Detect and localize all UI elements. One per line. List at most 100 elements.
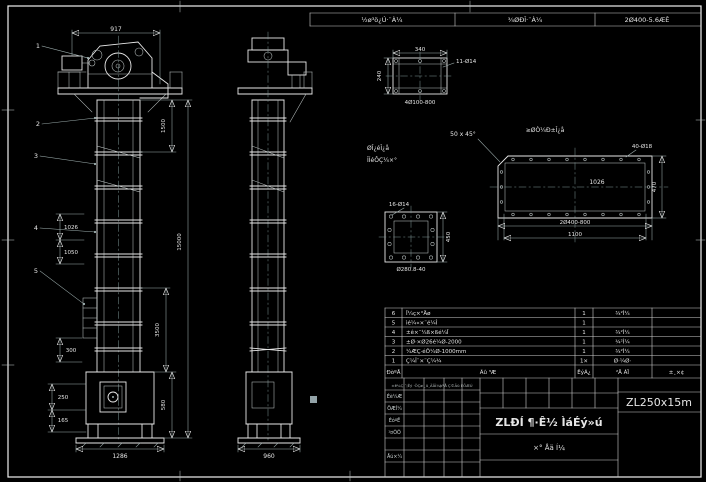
sign-label-process: ¹¤ÒÕ [388, 429, 401, 436]
revision-header: ±ê¼Ç ´¦Êý ·ÖÇø ¸ü¸ÄÎÄ¼þºÅ Ç©Ãû ÈÕÆÚ [391, 383, 472, 388]
bom-material: Ø·¼Ø· [614, 358, 632, 365]
dim-plate-inner: 1026 [589, 179, 604, 186]
dim-anchor-b: 165 [58, 418, 69, 424]
dim-head-height: 1500 [161, 119, 167, 133]
drive-motor [61, 55, 83, 71]
balloon-1: 1 [36, 42, 40, 50]
bom-material: ¾²Ì¼ [615, 329, 630, 336]
bom-row: 5 ìé¼«×¨é¼Î 1 [392, 320, 586, 327]
bom-header-name: Ãû ³Æ [480, 369, 497, 376]
bom-no: 6 [392, 311, 396, 317]
bom-qty: 1 [582, 340, 586, 346]
bom-header-qty: ÊýÁ¿ [577, 368, 590, 376]
dim-leg-height: 580 [161, 399, 167, 410]
detail-square-flange: 16-Ø14 Ø280.8-40 450 [378, 201, 452, 273]
bom-name: Î¼ç×°Äø [406, 310, 431, 317]
dim-anchor-a: 250 [58, 395, 69, 401]
drawing-title: ZLÐÍ ¶·Ê½ ÌáÉý»ú [495, 416, 602, 429]
front-view-dimensions: 917 1026 1050 300 1500 3500 580 15000 [47, 26, 193, 460]
bom-no: 1 [392, 359, 396, 365]
bom-name: ±Ø·×Ø26é¼Ø-2000 [406, 339, 462, 346]
dim-inlet-pitch: 4Ø100-800 [405, 99, 436, 106]
balloon-4: 4 [34, 224, 38, 232]
bom-name: ±ê×¨¼ß×ßé¼Î [406, 329, 449, 336]
dim-plate-holes: 40-Ø18 [632, 143, 653, 150]
plate-chamfer: 50 x 45° [450, 131, 476, 138]
bom-header-no: ÐòºÅ [387, 369, 401, 376]
dim-flange-side: 450 [446, 231, 452, 242]
bom-row: 2 ¼ÆÇ·éÔ¼Ø-1000mm 1 ¾²Ì¼ [392, 348, 631, 355]
front-view-elevator: 1 2 3 4 5 917 1026 1050 300 [34, 26, 193, 460]
balloon-5: 5 [34, 267, 38, 275]
dim-plate-height: 470 [652, 181, 658, 192]
bom-material: ¾²Ì¼ [615, 339, 630, 346]
balloon-2: 2 [36, 120, 40, 128]
plate-holes [499, 157, 651, 217]
bom-qty: 1 [582, 321, 586, 327]
drive-unit [287, 61, 307, 76]
bom-header-note: ±¸×¢ [669, 370, 684, 376]
strip-cell-2: ¾ØÐÎ·¨À¼ [508, 15, 543, 24]
bom-row: 1 Ç¼Î¨×¨Ç¼¾ 1× Ø·¼Ø· [392, 358, 632, 365]
casing-flanges [94, 117, 143, 352]
strip-cell-3: 2Ø400-5.6ÆÊ [625, 15, 670, 24]
bom-name: ìé¼«×¨é¼Î [405, 320, 438, 327]
strip-cell-1: ½ø³ö¿Ú·¨À¼ [361, 15, 403, 24]
boot-section [75, 371, 165, 448]
dim-left-a: 1026 [64, 225, 78, 231]
bom-qty: 1 [582, 349, 586, 355]
model-number: ZL250x15m [626, 396, 692, 409]
side-view-elevator: 960 [237, 31, 313, 460]
head-housing [87, 41, 153, 89]
side-casing-flanges [249, 117, 287, 352]
dim-inlet-height: 240 [377, 70, 383, 81]
part-balloons: 1 2 3 4 5 [34, 42, 97, 306]
dim-inlet-width: 340 [415, 47, 426, 53]
bom-table: 6 Î¼ç×°Äø 1 ¾²Ì¼ 5 ìé¼«×¨é¼Î 1 4 ±ê×¨¼ß×… [384, 307, 702, 478]
bom-no: 5 [392, 321, 396, 327]
dim-flange-holes: 16-Ø14 [389, 201, 410, 208]
top-strip: ½ø³ö¿Ú·¨À¼ ¾ØÐÎ·¨À¼ 2Ø400-5.6ÆÊ [309, 12, 702, 27]
ladder [82, 297, 98, 339]
bom-qty: 1 [582, 330, 586, 336]
bom-row: 6 Î¼ç×°Äø 1 ¾²Ì¼ [392, 310, 631, 317]
sign-label-draw: ÖÆÍ¼ [387, 405, 402, 412]
title-block: ±ê¼Ç ´¦Êý ·ÖÇø ¸ü¸ÄÎÄ¼þºÅ Ç©Ãû ÈÕÆÚ Éè¼Æ… [384, 377, 702, 478]
bom-qty: 1 [582, 311, 586, 317]
bom-no: 3 [392, 340, 396, 346]
bom-material: ¾²Ì¼ [615, 310, 630, 317]
detail-side-plate: ≥ØÒ¼Ð±Î¿å 50 x 45° 40-Ø18 1026 470 2Ø400… [450, 127, 669, 245]
section-mark [310, 396, 317, 403]
bom-no: 4 [392, 330, 396, 336]
sign-label-check: ÉóºË [389, 416, 400, 424]
dim-plate-pitch: 2Ø400-800 [560, 219, 591, 226]
inspection-door [99, 381, 127, 413]
note-line-2: ÎÍéÔÇ¼×° [367, 157, 397, 164]
head-pulley [104, 52, 132, 80]
dim-left-c: 300 [66, 348, 77, 354]
bom-qty: 1× [580, 359, 588, 365]
sign-label-approve: Åú×¼ [387, 453, 402, 460]
dim-boot-height: 3500 [155, 323, 161, 337]
sign-label-design: Éè¼Æ [387, 392, 403, 400]
dim-left-b: 1050 [64, 250, 78, 256]
flange-notes: ØÎ¿éÎ¿å ÎÍéÔÇ¼×° [367, 145, 397, 164]
note-line-1: ØÎ¿éÎ¿å [367, 145, 389, 152]
bom-row: 3 ±Ø·×Ø26é¼Ø-2000 1 ¾²Ì¼ [392, 339, 631, 346]
bom-name: ¼ÆÇ·éÔ¼Ø-1000mm [406, 348, 466, 355]
bom-header-row: ÐòºÅ Ãû ³Æ ÊýÁ¿ ²Ä ÁÏ ±¸×¢ [387, 368, 685, 376]
detail-inlet-flange: 340 240 11-Ø14 4Ø100-800 [377, 47, 477, 106]
plate-note: ≥ØÒ¼Ð±Î¿å [526, 127, 565, 134]
dim-top-width: 917 [110, 26, 122, 33]
bom-no: 2 [392, 349, 396, 355]
bom-name: Ç¼Î¨×¨Ç¼¾ [406, 358, 442, 365]
balloon-3: 3 [34, 152, 38, 160]
side-boot-section [237, 371, 301, 448]
dim-total-height: 15000 [177, 233, 183, 251]
drawing-subtitle: ×° Åä Í¼ [533, 443, 565, 452]
dim-side-base-width: 960 [263, 453, 275, 460]
dim-plate-width: 1100 [568, 232, 582, 238]
